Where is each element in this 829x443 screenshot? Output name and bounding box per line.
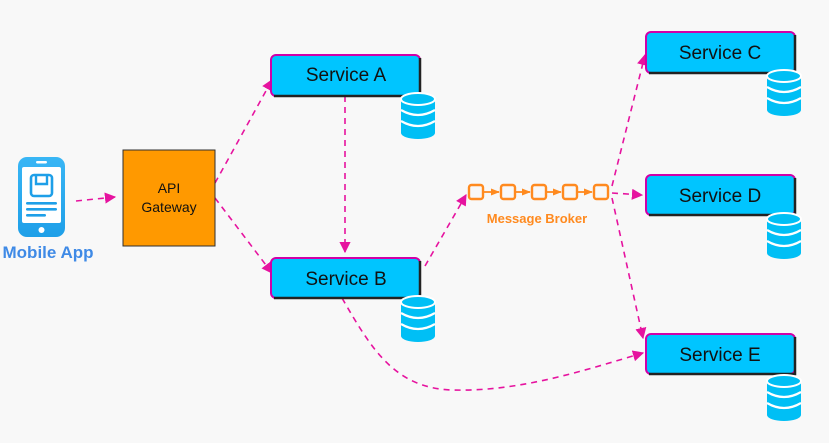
edge-mobile-to-gateway bbox=[75, 192, 117, 204]
queue-icon bbox=[467, 183, 610, 201]
smartphone-icon bbox=[18, 157, 65, 237]
service-a-node: Service A bbox=[270, 54, 437, 141]
message-broker-label: Message Broker bbox=[487, 211, 587, 226]
database-icon bbox=[765, 211, 803, 261]
service-a-label: Service A bbox=[306, 65, 387, 86]
service-e-node: Service E bbox=[645, 333, 803, 423]
message-broker-node: Message Broker bbox=[467, 183, 610, 226]
service-d-label: Service D bbox=[679, 186, 761, 207]
mobile-app-label: Mobile App bbox=[3, 243, 94, 262]
service-c-node: Service C bbox=[645, 31, 803, 118]
edge-broker-to-service-d bbox=[611, 188, 644, 200]
api-gateway-label-line1: API bbox=[158, 180, 181, 196]
mobile-app-node: Mobile App bbox=[3, 157, 94, 262]
database-icon bbox=[765, 68, 803, 118]
edge-service-b-to-broker bbox=[424, 194, 467, 267]
database-icon bbox=[399, 294, 437, 344]
edge-broker-to-service-e bbox=[611, 197, 647, 340]
edge-broker-to-service-c bbox=[611, 53, 648, 187]
database-icon bbox=[765, 373, 803, 423]
database-icon bbox=[399, 91, 437, 141]
service-c-label: Service C bbox=[679, 43, 761, 64]
api-gateway-node: API Gateway bbox=[122, 149, 216, 247]
edge-service-b-to-service-e bbox=[341, 297, 645, 391]
api-gateway-label-line2: Gateway bbox=[141, 199, 196, 215]
service-e-label: Service E bbox=[679, 345, 760, 366]
service-d-node: Service D bbox=[645, 174, 803, 261]
edge-gateway-to-service-a bbox=[214, 79, 273, 184]
edges bbox=[75, 53, 648, 391]
edge-gateway-to-service-b bbox=[214, 197, 273, 274]
api-gateway-box bbox=[122, 149, 216, 247]
service-b-label: Service B bbox=[305, 269, 386, 290]
service-b-node: Service B bbox=[270, 257, 437, 344]
